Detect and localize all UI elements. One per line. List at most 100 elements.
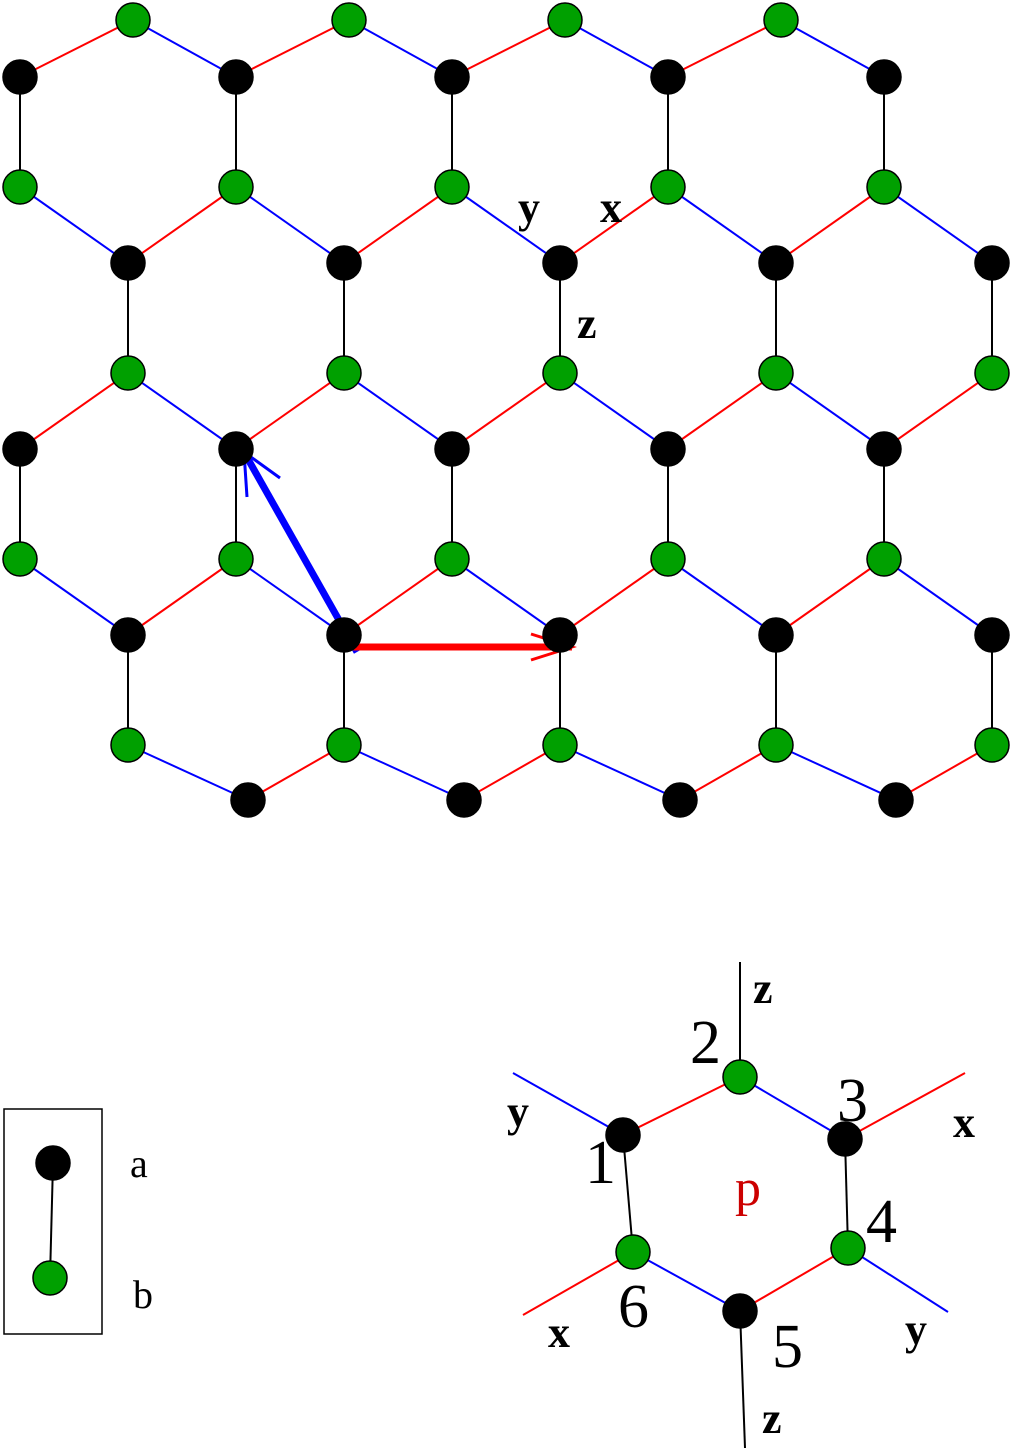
leg-label-x-right: x — [953, 1098, 975, 1147]
y-bond — [667, 186, 777, 264]
x-bond — [463, 744, 561, 801]
x-bond — [559, 186, 669, 264]
y-bond — [564, 19, 669, 78]
leg-y-left — [512, 1072, 624, 1136]
leg-label-z-top: z — [753, 964, 773, 1013]
x-bond — [775, 558, 885, 636]
x-bond — [235, 19, 350, 78]
x-bond — [667, 372, 777, 450]
lattice-site-a — [866, 59, 902, 95]
x-bond — [679, 744, 777, 801]
lattice-site-b — [547, 2, 583, 38]
lattice-site-b — [2, 169, 38, 205]
y-bond — [559, 744, 681, 801]
lattice-site-a — [758, 617, 794, 653]
lattice-site-b — [650, 169, 686, 205]
lattice-site-a — [434, 431, 470, 467]
site-number-3: 3 — [837, 1067, 868, 1135]
x-bond — [343, 558, 453, 636]
plaquette-diagram: 1 2 3 4 5 6 p z y x x y z — [507, 962, 975, 1449]
y-bond — [19, 186, 129, 264]
legend-bond — [49, 1162, 54, 1279]
lattice-site-a — [542, 245, 578, 281]
leg-label-z-bottom: z — [762, 1394, 782, 1443]
y-bond — [775, 372, 885, 450]
lattice-site-b — [763, 2, 799, 38]
lattice-sites — [2, 2, 1010, 818]
x-bond — [19, 372, 129, 450]
y-bond — [667, 558, 777, 636]
y-bond — [132, 19, 237, 78]
lattice-site-a — [110, 245, 146, 281]
y-bond — [775, 744, 897, 801]
lattice-site-a — [230, 782, 266, 818]
leg-z-bottom — [739, 1310, 746, 1449]
y-bond — [348, 19, 453, 78]
unit-cell-legend: a b — [3, 1108, 153, 1335]
lattice-site-a — [2, 59, 38, 95]
lattice-site-a — [326, 245, 362, 281]
y-bond — [559, 372, 669, 450]
lattice-site-a — [758, 245, 794, 281]
lattice-site-a — [662, 782, 698, 818]
lattice-site-b — [542, 355, 578, 391]
plaquette-site-3 — [827, 1121, 863, 1157]
x-bond — [667, 19, 782, 78]
hex-edge-6-1 — [622, 1134, 634, 1253]
lattice-site-b — [326, 727, 362, 763]
bond-label-y: y — [518, 183, 540, 232]
lattice-site-b — [866, 169, 902, 205]
lattice-site-b — [115, 2, 151, 38]
x-bond — [895, 744, 993, 801]
plaquette-label: p — [735, 1160, 761, 1217]
plaquette-site-4 — [830, 1230, 866, 1266]
y-bond — [235, 558, 345, 636]
lattice-site-a — [974, 617, 1010, 653]
bond-label-x: x — [600, 183, 622, 232]
y-bond — [451, 558, 561, 636]
lattice-site-a — [650, 59, 686, 95]
lattice-site-a — [878, 782, 914, 818]
lattice-vectors — [240, 448, 577, 662]
x-bond — [451, 372, 561, 450]
x-bond — [235, 372, 345, 450]
lattice-site-a — [446, 782, 482, 818]
lattice-bonds — [19, 19, 993, 801]
lattice-site-a — [326, 617, 362, 653]
lattice-site-b — [331, 2, 367, 38]
lattice-site-a — [974, 245, 1010, 281]
lattice-site-b — [434, 541, 470, 577]
lattice-site-a — [434, 59, 470, 95]
x-bond — [247, 744, 345, 801]
x-bond — [451, 19, 566, 78]
lattice-site-b — [218, 169, 254, 205]
lattice-site-b — [110, 727, 146, 763]
lattice-site-b — [758, 355, 794, 391]
lattice-site-b — [434, 169, 470, 205]
lattice-site-a — [542, 617, 578, 653]
hex-edge-2-3 — [739, 1076, 846, 1140]
legend-site-b — [32, 1260, 68, 1296]
y-bond — [235, 186, 345, 264]
lattice-site-a — [218, 59, 254, 95]
site-number-5: 5 — [772, 1313, 803, 1381]
plaquette-site-1 — [605, 1117, 641, 1153]
plaquette-site-5 — [722, 1293, 758, 1329]
x-bond — [19, 19, 134, 78]
y-bond — [451, 186, 561, 264]
x-bond — [775, 186, 885, 264]
lattice-site-b — [974, 355, 1010, 391]
y-bond — [780, 19, 885, 78]
y-bond — [127, 372, 237, 450]
y-bond — [883, 558, 993, 636]
lattice-site-a — [2, 431, 38, 467]
hex-edge-5-6 — [632, 1251, 741, 1312]
x-bond — [883, 372, 993, 450]
legend-box — [3, 1108, 103, 1335]
lattice-site-a — [218, 431, 254, 467]
y-bond — [343, 744, 465, 801]
y-bond — [19, 558, 129, 636]
y-bond — [343, 372, 453, 450]
lattice-site-b — [866, 541, 902, 577]
